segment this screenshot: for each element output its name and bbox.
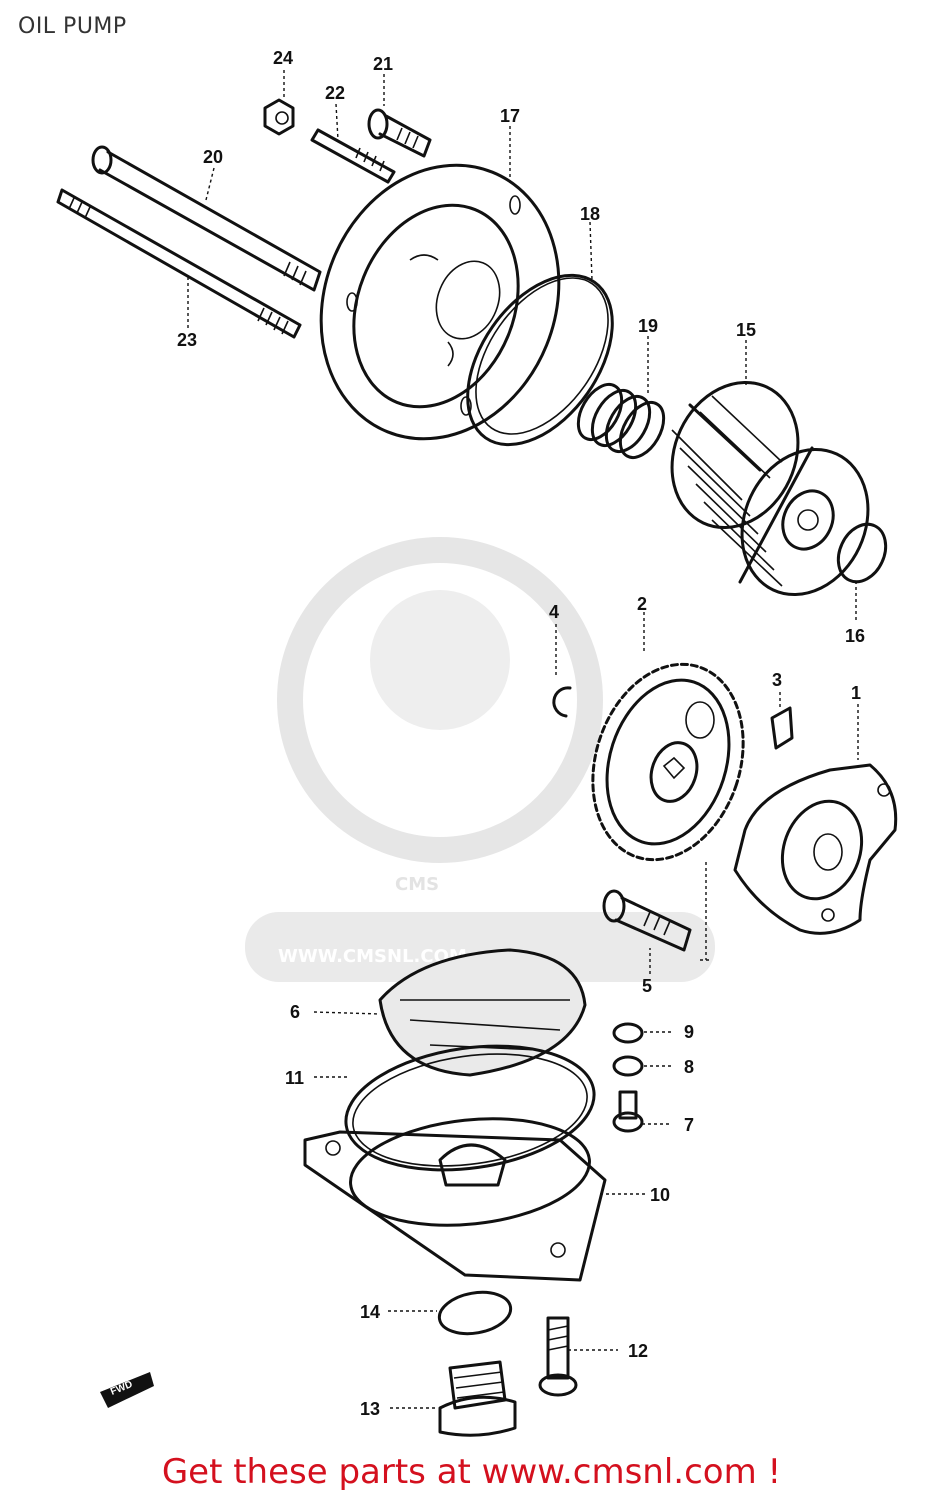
callout-4: 4 <box>549 602 559 622</box>
callout-23: 23 <box>177 330 197 350</box>
part-4-circlip <box>552 686 572 718</box>
part-13-drain-plug <box>438 1360 517 1437</box>
part-1-pump-body <box>733 763 898 935</box>
part-20-long-bolt <box>91 145 322 292</box>
part-21-bolt <box>367 108 432 158</box>
callout-10: 10 <box>650 1185 670 1205</box>
part-22-stud <box>310 128 396 184</box>
footer-banner: Get these parts at www.cmsnl.com ! <box>0 1452 943 1492</box>
part-3-pin <box>770 706 794 750</box>
part-16-o-ring <box>836 522 888 584</box>
callout-12: 12 <box>628 1341 648 1361</box>
callout-3: 3 <box>772 670 782 690</box>
part-19-spring <box>576 383 666 459</box>
part-17-filter-cover <box>319 163 561 441</box>
callouts: 1 2 3 4 5 6 7 8 9 10 11 12 13 14 15 16 1… <box>177 48 865 1419</box>
callout-1: 1 <box>851 683 861 703</box>
watermark-logo: CMS WWW.CMSNL.COM <box>245 537 715 982</box>
part-18-o-ring <box>466 273 614 447</box>
part-5-screw <box>602 889 692 952</box>
callout-9: 9 <box>684 1022 694 1042</box>
callout-22: 22 <box>325 83 345 103</box>
page-title: OIL PUMP <box>18 14 127 39</box>
watermark-brand: CMS <box>395 874 439 895</box>
part-10-oil-pan <box>303 1117 607 1282</box>
callout-18: 18 <box>580 204 600 224</box>
callout-6: 6 <box>290 1002 300 1022</box>
callout-21: 21 <box>373 54 393 74</box>
callout-13: 13 <box>360 1399 380 1419</box>
callout-17: 17 <box>500 106 520 126</box>
callout-15: 15 <box>736 320 756 340</box>
callout-20: 20 <box>203 147 223 167</box>
part-12-bolt <box>538 1316 578 1397</box>
watermark-url: WWW.CMSNL.COM <box>278 946 467 967</box>
callout-5: 5 <box>642 976 652 996</box>
part-15-oil-filter <box>670 380 870 597</box>
callout-19: 19 <box>638 316 658 336</box>
callout-16: 16 <box>845 626 865 646</box>
callout-8: 8 <box>684 1057 694 1077</box>
footer-link[interactable]: Get these parts at www.cmsnl.com ! <box>161 1452 782 1492</box>
part-9-washer <box>612 1022 644 1044</box>
part-11-gasket <box>344 1044 596 1172</box>
part-14-o-ring <box>437 1290 513 1336</box>
forward-arrow-icon: FWD <box>100 1372 154 1408</box>
callout-2: 2 <box>637 594 647 614</box>
callout-24: 24 <box>273 48 293 68</box>
part-23-stud <box>56 188 302 339</box>
part-7-bolt <box>612 1090 644 1133</box>
part-8-washer <box>612 1055 644 1077</box>
callout-14: 14 <box>360 1302 380 1322</box>
callout-7: 7 <box>684 1115 694 1135</box>
part-24-nut <box>263 98 295 136</box>
part-2-gear <box>591 662 745 862</box>
leader-lines <box>187 70 859 1409</box>
callout-11: 11 <box>285 1068 304 1088</box>
